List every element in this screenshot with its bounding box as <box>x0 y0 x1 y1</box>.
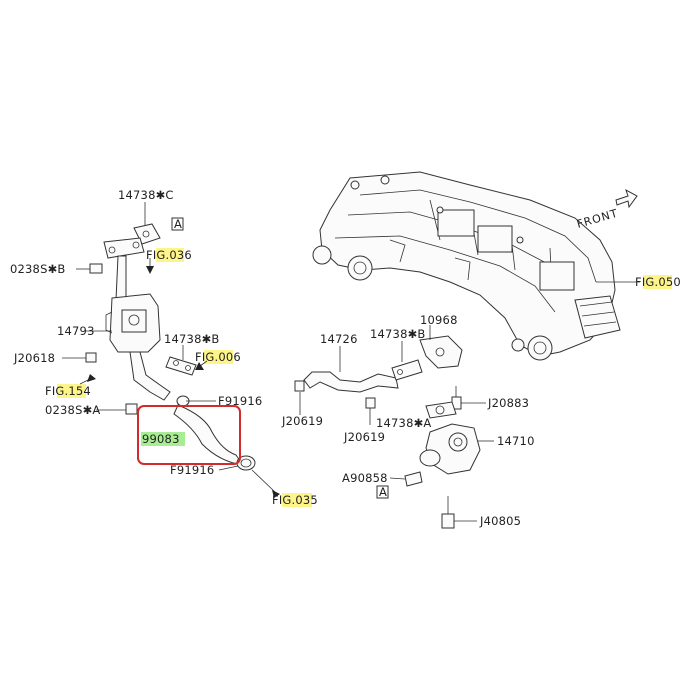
label-fig035: FIG.035 <box>272 493 318 507</box>
label-fig006: FIG.006 <box>195 350 241 364</box>
label-0238s-b: 0238S✱B <box>10 262 66 276</box>
label-j20619-b: J20619 <box>343 430 385 444</box>
label-fig050: FIG.050 <box>635 275 681 289</box>
label-j20619-a: J20619 <box>281 414 323 428</box>
fig050-highlight <box>643 275 672 289</box>
highlight-callout-box <box>137 405 241 465</box>
label-14710: 14710 <box>497 434 535 448</box>
label-j40805: J40805 <box>479 514 521 528</box>
fig154-highlight <box>57 384 86 398</box>
label-a90858: A90858 <box>342 471 388 485</box>
front-arrow: FRONT <box>575 188 638 231</box>
fig036-highlight <box>156 248 184 262</box>
figure-ref-arrows <box>79 258 280 498</box>
label-fig154: FIG.154 <box>45 384 91 398</box>
fig006-highlight <box>204 350 233 364</box>
label-14726: 14726 <box>320 332 358 346</box>
intake-manifold <box>312 171 621 361</box>
fig154-arrow-icon <box>87 374 96 382</box>
label-14738-c: 14738✱C <box>118 188 174 202</box>
fig035-arrow-icon <box>272 490 280 498</box>
ref-a-top: A <box>174 217 182 231</box>
p99083-highlight <box>141 432 185 446</box>
label-14738-a: 14738✱A <box>376 416 432 430</box>
fig006-arrow-icon <box>195 362 204 370</box>
label-10968: 10968 <box>420 313 458 327</box>
fig035-highlight <box>282 493 312 507</box>
ref-box-a-top <box>171 217 184 231</box>
label-14738-b-left: 14738✱B <box>164 332 220 346</box>
label-14738-b-right: 14738✱B <box>370 327 426 341</box>
front-arrow-icon <box>615 188 638 209</box>
fig036-arrow-icon <box>146 266 154 274</box>
label-fig036: FIG.036 <box>146 248 192 262</box>
ref-a-bottom: A <box>379 485 387 499</box>
label-j20883: J20883 <box>487 396 529 410</box>
right-subassembly <box>294 335 481 529</box>
label-f91916-top: F91916 <box>218 394 262 408</box>
ref-box-a-bottom <box>376 485 389 499</box>
label-14793: 14793 <box>57 324 95 338</box>
part-labels: 14738✱C 0238S✱B FIG.036 14793 14738✱B J2… <box>10 188 681 528</box>
label-j20618: J20618 <box>13 351 55 365</box>
egr-assembly <box>85 223 256 471</box>
leader-lines <box>62 202 640 522</box>
front-label: FRONT <box>575 207 620 231</box>
label-99083: 99083 <box>142 432 180 446</box>
label-f91916-bottom: F91916 <box>170 463 214 477</box>
label-0238s-a: 0238S✱A <box>45 403 100 417</box>
